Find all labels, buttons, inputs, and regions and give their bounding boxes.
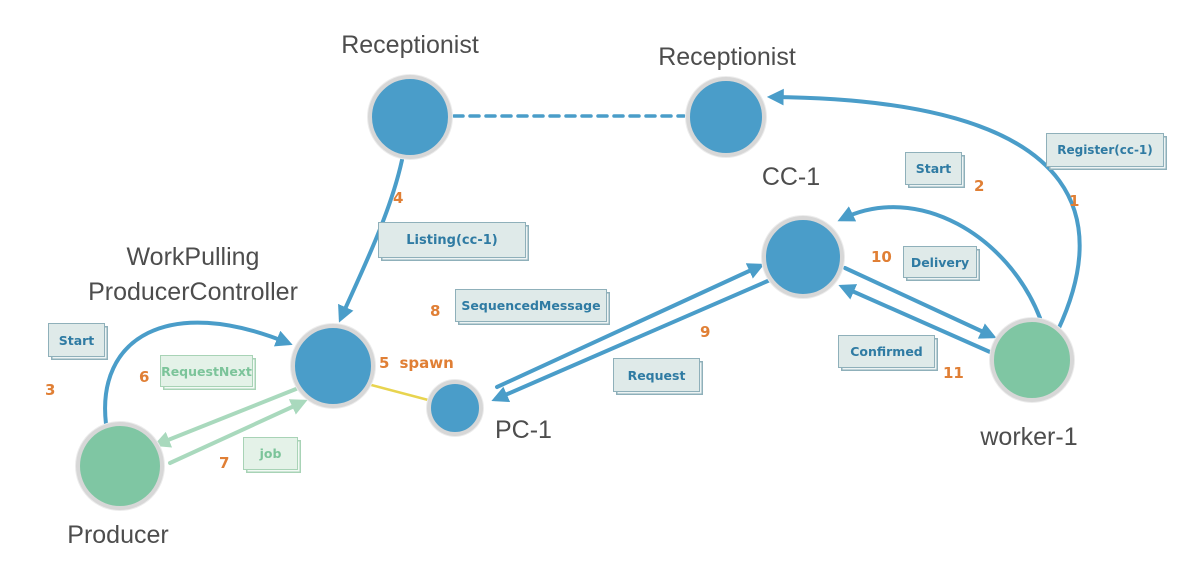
arrow-register (766, 88, 1082, 332)
step-number-10: 10 (871, 248, 892, 266)
node-controller-label: WorkPulling ProducerController (43, 240, 343, 310)
note-listing: Listing(cc-1) (378, 222, 526, 258)
step-number-9: 9 (700, 323, 711, 341)
arrow-confirmed (838, 284, 992, 354)
node-receptionist-left-label: Receptionist (341, 31, 479, 59)
arrow-start-producer (103, 320, 293, 426)
arrow-start-worker (837, 205, 1042, 320)
step-number-5: 5 (379, 354, 390, 372)
arrow-delivery (843, 266, 997, 339)
node-worker1-label: worker-1 (980, 423, 1078, 451)
step-number-1: 1 (1069, 192, 1080, 210)
arrow-request-next (153, 387, 298, 448)
node-cc1-circle (762, 216, 844, 298)
arrow-request (491, 278, 772, 403)
note-sequenced-message: SequencedMessage (455, 289, 607, 322)
node-producer-circle (76, 422, 164, 510)
note-job: job (243, 437, 298, 470)
note-confirmed: Confirmed (838, 335, 935, 368)
node-controller-label-line2: ProducerController (88, 278, 298, 306)
link-spawn (358, 380, 434, 403)
arrow-listing (338, 158, 404, 323)
node-controller-label-line1: WorkPulling (126, 243, 260, 271)
step-number-2: 2 (974, 177, 985, 195)
node-receptionist-left-circle (368, 75, 452, 159)
step-number-4: 4 (393, 189, 404, 207)
step-number-7: 7 (219, 454, 230, 472)
arrow-sequenced-message (495, 263, 765, 389)
spawn-label: spawn (399, 354, 454, 372)
note-request-next: RequestNext (160, 355, 253, 387)
step-number-3: 3 (45, 381, 56, 399)
node-pc1-circle (427, 380, 483, 436)
note-delivery: Delivery (903, 246, 977, 278)
step-number-11: 11 (943, 364, 964, 382)
node-worker1-circle (990, 318, 1074, 402)
step-number-5-spawn: 5 spawn (379, 354, 454, 372)
node-workpulling-producer-controller-circle (291, 324, 375, 408)
step-number-6: 6 (139, 368, 150, 386)
note-register: Register(cc-1) (1046, 133, 1164, 167)
node-receptionist-right-circle (686, 77, 766, 157)
arrow-job (168, 399, 308, 465)
node-pc1-label: PC-1 (495, 416, 552, 444)
note-request: Request (613, 358, 700, 392)
node-receptionist-right-label: Receptionist (658, 43, 796, 71)
step-number-8: 8 (430, 302, 441, 320)
note-start-worker: Start (905, 152, 962, 185)
node-producer-label: Producer (67, 521, 169, 549)
note-start-producer: Start (48, 323, 105, 357)
node-cc1-label: CC-1 (761, 163, 821, 191)
